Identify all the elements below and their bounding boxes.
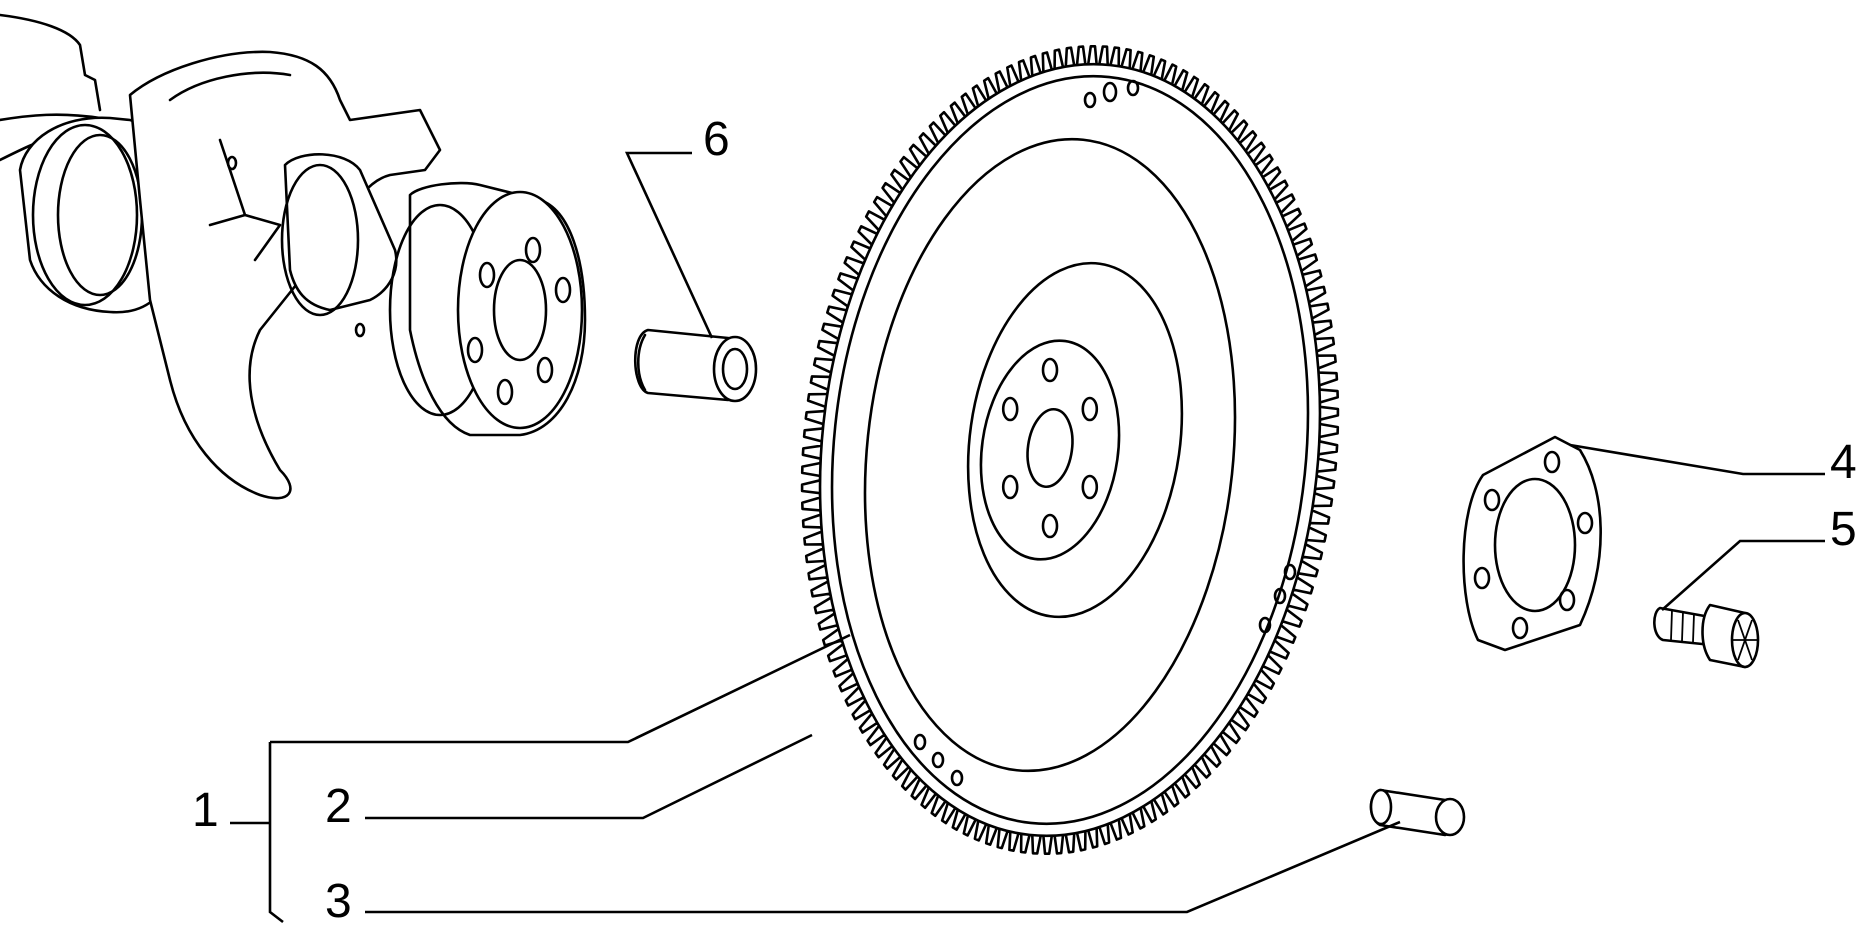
flywheel bbox=[800, 45, 1340, 855]
flywheel-bolt bbox=[1653, 603, 1760, 669]
callout-3: 3 bbox=[325, 875, 352, 928]
flywheel-bolt-hole bbox=[1041, 513, 1059, 539]
pilot-bushing bbox=[633, 328, 758, 403]
callout-6: 6 bbox=[703, 113, 730, 166]
dowel-pin bbox=[1369, 788, 1466, 837]
callout-4: 4 bbox=[1830, 436, 1857, 489]
callout-5: 5 bbox=[1830, 503, 1857, 556]
flywheel-bolt-hole bbox=[1081, 396, 1099, 422]
leader-lines bbox=[230, 151, 1825, 924]
flywheel-bolt-hole bbox=[1041, 357, 1059, 383]
lock-plate bbox=[1462, 435, 1602, 652]
flywheel-bolt-hole bbox=[1001, 474, 1019, 500]
callout-2: 2 bbox=[325, 780, 352, 833]
crankshaft bbox=[0, 13, 587, 500]
callout-1: 1 bbox=[192, 784, 219, 837]
flywheel-bolt-hole bbox=[1001, 396, 1019, 422]
flywheel-bolt-hole bbox=[1081, 474, 1099, 500]
